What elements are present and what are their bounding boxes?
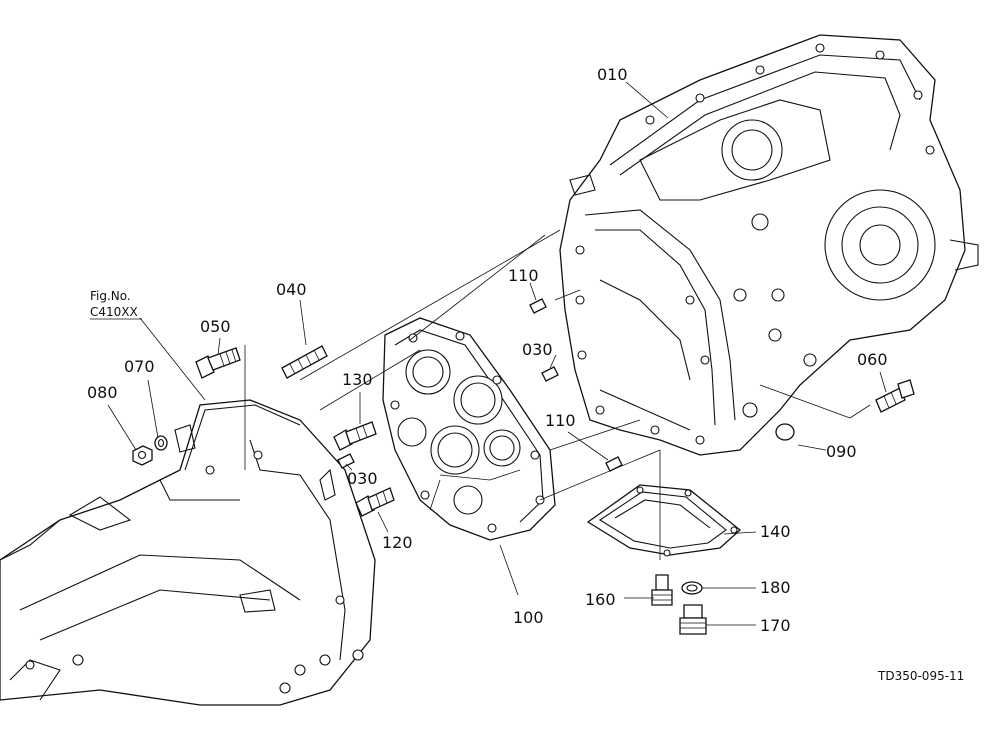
plug-160 — [651, 574, 673, 606]
callout-010: 010 — [597, 65, 628, 84]
callout-050: 050 — [200, 317, 231, 336]
bolt-060 — [875, 379, 915, 413]
pin-030-left — [337, 453, 355, 469]
callout-040: 040 — [276, 280, 307, 299]
callout-labels: 010 040 050 070 080 110 030 130 110 030 … — [87, 65, 888, 635]
callout-110-upper: 110 — [508, 266, 539, 285]
callout-170: 170 — [760, 616, 791, 635]
washer-070 — [154, 435, 168, 451]
callout-130: 130 — [342, 370, 373, 389]
callout-160: 160 — [585, 590, 616, 609]
pin-110-upper — [529, 298, 547, 314]
oil-pan-140 — [586, 484, 742, 557]
assembly-lines — [244, 229, 871, 560]
figure-ref-line2: C410XX — [90, 305, 138, 319]
o-ring-090 — [775, 423, 795, 441]
callout-120: 120 — [382, 533, 413, 552]
rear-housing — [0, 399, 376, 706]
callout-110-lower: 110 — [545, 411, 576, 430]
figure-ref-line1: Fig.No. — [90, 289, 131, 303]
washer-180 — [681, 581, 703, 595]
callout-100: 100 — [513, 608, 544, 627]
transmission-case-010 — [559, 34, 979, 456]
bolt-120 — [355, 487, 395, 517]
callout-140: 140 — [760, 522, 791, 541]
cover-plate-100 — [382, 317, 556, 541]
callout-080: 080 — [87, 383, 118, 402]
plug-170 — [679, 604, 707, 635]
pin-030-right — [541, 366, 559, 382]
callout-180: 180 — [760, 578, 791, 597]
callout-030-right: 030 — [522, 340, 553, 359]
callout-060: 060 — [857, 350, 888, 369]
pin-110-lower — [605, 456, 623, 472]
callout-090: 090 — [826, 442, 857, 461]
nut-080 — [132, 445, 153, 466]
figure-reference: Fig.No. C410XX — [90, 289, 142, 320]
drawing-code: TD350-095-11 — [877, 669, 964, 683]
leader-lines — [107, 81, 887, 626]
stud-040 — [281, 345, 328, 379]
bolt-050 — [195, 347, 241, 379]
callout-030-left: 030 — [347, 469, 378, 488]
bolt-130 — [333, 421, 377, 451]
callout-070: 070 — [124, 357, 155, 376]
